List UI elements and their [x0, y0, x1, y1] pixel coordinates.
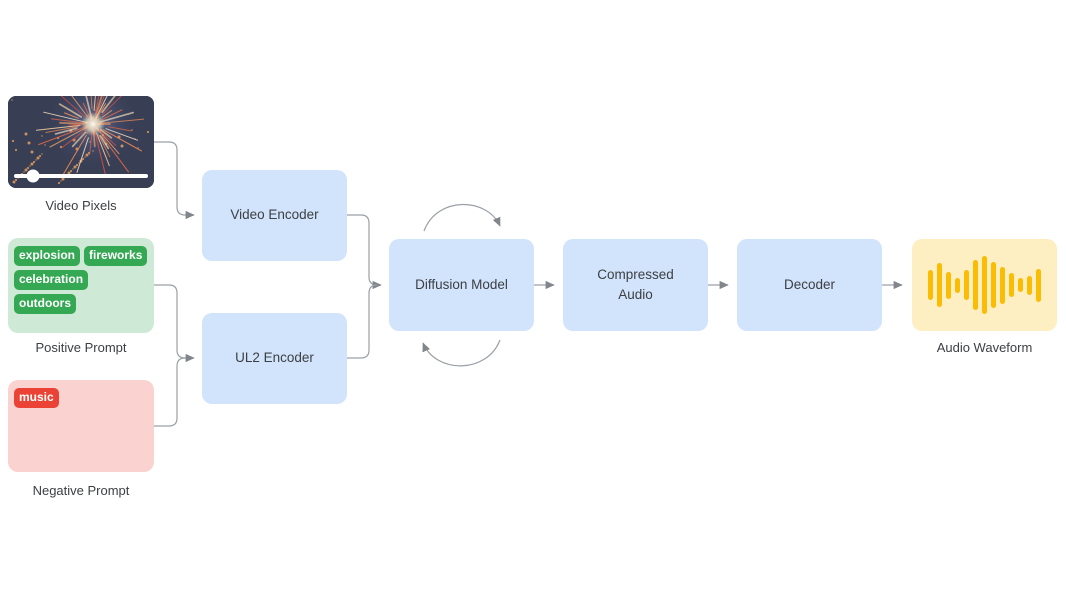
prompt-tag: fireworks	[84, 246, 148, 266]
audio-waveform-node	[912, 239, 1057, 331]
diffusion-model-node: Diffusion Model	[389, 239, 534, 331]
waveform-bar	[1018, 278, 1023, 292]
prompt-tag: celebration	[14, 270, 89, 290]
waveform-bar	[937, 263, 942, 307]
waveform-bar	[973, 260, 978, 310]
video-progress-bar	[14, 174, 148, 178]
waveform-bar	[991, 262, 996, 308]
waveform-bar	[1027, 275, 1032, 295]
connector-video-to-videoencoder	[154, 141, 195, 220]
prompt-tag: outdoors	[14, 294, 76, 314]
video-scrubber-handle	[26, 169, 40, 183]
decoder-node: Decoder	[737, 239, 882, 331]
video-thumbnail	[8, 96, 154, 188]
waveform-bar	[982, 256, 987, 314]
waveform-bar	[1036, 268, 1041, 302]
connector-videoencoder-to-diffusion	[347, 214, 382, 290]
negative-prompt-label: Negative Prompt	[32, 483, 130, 498]
prompt-tag: explosion	[14, 246, 81, 266]
connector-ul2encoder-to-diffusion	[347, 284, 378, 359]
waveform-bar	[1000, 266, 1005, 304]
negative-prompt-box: music	[8, 380, 154, 472]
waveform-bar	[1009, 273, 1014, 297]
video-encoder-node: Video Encoder	[202, 170, 347, 261]
waveform-bar	[946, 271, 951, 299]
audio-waveform-label: Audio Waveform	[936, 340, 1033, 355]
ul2-encoder-node: UL2 Encoder	[202, 313, 347, 404]
prompt-tag: music	[14, 388, 59, 408]
connector-positive-to-ul2encoder	[154, 284, 195, 363]
burst-core	[81, 112, 105, 136]
diffusion-loop-arc-top	[423, 203, 501, 232]
diffusion-loop-arc-bottom	[422, 339, 501, 367]
compressed-audio-node: Compressed Audio	[563, 239, 708, 331]
video-pixels-label: Video Pixels	[45, 198, 117, 213]
waveform-bar	[928, 270, 933, 300]
positive-prompt-label: Positive Prompt	[35, 340, 127, 355]
firework-streaks	[35, 96, 145, 177]
waveform-bar	[955, 277, 960, 293]
fireworks-image	[8, 96, 154, 188]
connector-negative-to-ul2encoder	[154, 357, 186, 427]
waveform-bar	[964, 270, 969, 300]
negative-prompt-tags: music	[8, 380, 154, 472]
